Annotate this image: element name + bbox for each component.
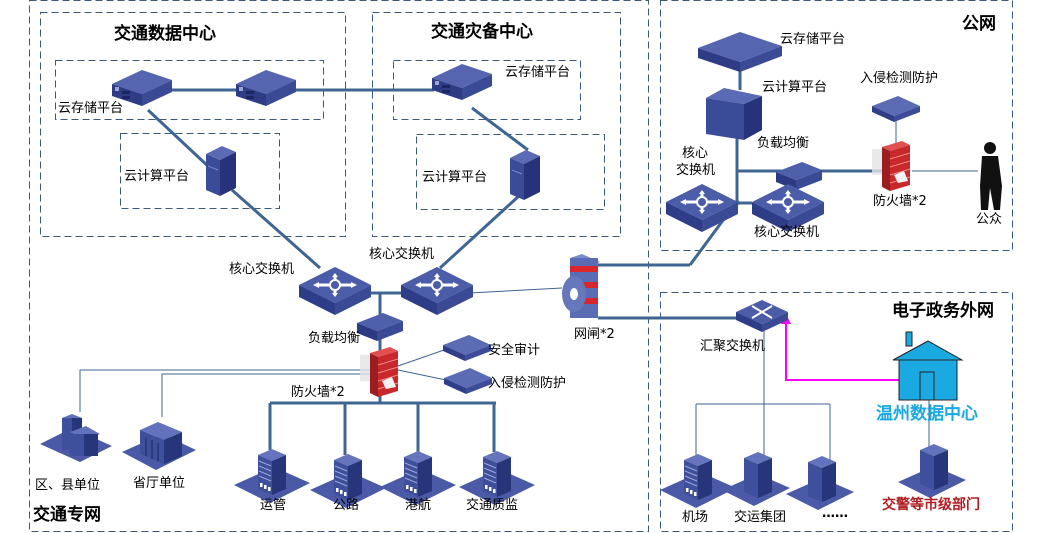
label-security-audit: 安全审计 [488, 343, 541, 358]
pub-compute-server [706, 88, 762, 140]
wenzhou-uplink-arrow [785, 322, 900, 381]
bk-storage [432, 64, 492, 100]
pub-firewall [871, 140, 911, 192]
branch-ganghang-building [379, 450, 457, 506]
label-load-balancer: 负载均衡 [308, 331, 361, 346]
label-bk-cloud-storage: 云存储平台 [505, 65, 571, 80]
link-bk-storage-compute [471, 106, 529, 152]
title-wenzhou-dc: 温州数据中心 [876, 404, 978, 424]
link-dc-compute-core [231, 188, 321, 270]
label-pub-cloud-compute: 云计算平台 [762, 80, 828, 95]
label-public-user: 公众 [976, 212, 1003, 227]
pub-storage-rack [698, 32, 782, 72]
label-airport: 机场 [682, 510, 709, 525]
label-core-switch-right: 核心交换机 [369, 247, 435, 262]
label-bk-cloud-compute: 云计算平台 [422, 170, 488, 185]
link-fw-ids [397, 369, 447, 381]
label-pub-firewall: 防火墙*2 [873, 194, 927, 209]
label-pub-ids: 入侵检测防护 [860, 71, 939, 86]
link-dc-storage-compute [146, 108, 212, 170]
label-pub-core-switch-b: 核心交换机 [754, 225, 820, 240]
label-core-switch-left: 核心交换机 [229, 262, 295, 277]
title-egov-extranet: 电子政务外网 [892, 301, 994, 321]
branch-zhijian-building [458, 450, 536, 506]
pub-ids-device [872, 96, 920, 122]
label-transport-group: 交运集团 [734, 510, 787, 525]
label-more-units: …… [822, 506, 848, 521]
gatekeeper-device [562, 254, 600, 318]
label-branch-yunguan: 运管 [260, 498, 287, 513]
link-core-gatekeeper [469, 287, 563, 294]
zone-dc-compute [120, 133, 280, 209]
label-dc-cloud-storage: 云存储平台 [58, 101, 124, 116]
provincial-units-building [122, 422, 196, 470]
title-public-net: 公网 [962, 14, 996, 34]
zone-public-net [660, 0, 1013, 251]
firewall [359, 346, 399, 398]
dc-storage-2 [236, 70, 296, 106]
label-firewall: 防火墙*2 [291, 385, 345, 400]
branch-yunguan-building [233, 448, 311, 504]
label-pub-core-switch-a-line2: 交换机 [676, 163, 716, 178]
title-traffic-data-center: 交通数据中心 [114, 24, 216, 44]
security-audit-device [443, 335, 491, 361]
link-fw-district [79, 369, 372, 412]
label-pub-cloud-storage: 云存储平台 [780, 32, 846, 47]
label-branch-gonglu: 公路 [333, 498, 360, 513]
airport-building [659, 453, 737, 509]
more-units-server [786, 456, 854, 510]
transport-group-server [722, 452, 790, 506]
label-ids: 入侵检测防护 [488, 376, 567, 391]
link-fw-audit [397, 349, 445, 367]
label-gatekeeper: 网闸*2 [574, 327, 615, 342]
core-switch-left [297, 265, 373, 317]
bk-compute-server [509, 149, 541, 201]
label-dc-cloud-compute: 云计算平台 [124, 169, 190, 184]
link-fw-provincial [161, 373, 372, 417]
ids-device [444, 368, 492, 394]
zone-bk-compute [416, 134, 605, 210]
label-provincial-units: 省厅单位 [133, 476, 186, 491]
wenzhou-dc-house-icon [892, 331, 964, 401]
label-police-depts: 交警等市级部门 [882, 497, 980, 513]
link-bk-compute-core [438, 193, 522, 270]
police-depts-server [898, 444, 966, 498]
zone-traffic-data-center [40, 12, 346, 237]
pub-core-switch-a [664, 182, 740, 234]
pub-load-balancer [776, 162, 822, 190]
dc-compute-server [205, 145, 237, 197]
title-traffic-backup-center: 交通灾备中心 [431, 22, 533, 42]
label-branch-ganghang: 港航 [405, 498, 432, 513]
label-branch-zhijian: 交通质监 [466, 498, 519, 513]
label-district-units: 区、县单位 [35, 478, 101, 493]
zone-traffic-backup-center [372, 12, 621, 237]
zone-egov-extranet [660, 292, 1013, 532]
core-switch-right [399, 265, 475, 317]
title-traffic-private-net: 交通专网 [33, 505, 101, 525]
aggregation-switch [736, 300, 788, 332]
label-pub-load-balancer: 负载均衡 [757, 136, 810, 151]
label-pub-core-switch-a-line1: 核心 [682, 146, 709, 161]
load-balancer [357, 313, 403, 341]
district-units-building [40, 414, 112, 462]
public-user-figure [980, 142, 1002, 210]
label-agg-switch: 汇聚交换机 [700, 339, 766, 354]
